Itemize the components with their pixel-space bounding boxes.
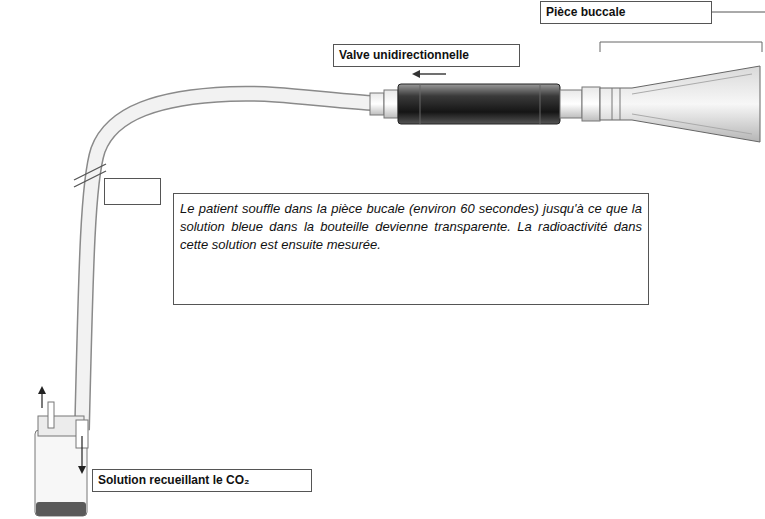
break-mark [74, 164, 106, 180]
mouthpiece-ring [612, 88, 613, 120]
connector [384, 90, 398, 118]
label-box: Solution recueillant le CO₂ [92, 469, 312, 492]
valve-ring [420, 84, 421, 124]
label-box: Valve unidirectionnelle [333, 44, 520, 67]
connector [370, 93, 384, 115]
outflow-arrow [41, 392, 42, 408]
note-text: Le patient souffle dans la pièce bucale … [174, 194, 648, 260]
leader-line [712, 12, 765, 13]
outlet-tube [48, 402, 54, 428]
flow-arrow [418, 73, 446, 74]
outflow-arrowhead [38, 386, 46, 394]
note-box: Le patient souffle dans la pièce bucale … [173, 193, 649, 305]
mouthpiece-shade [632, 74, 752, 134]
flow-arrowhead [412, 70, 420, 78]
one-way-valve [398, 84, 560, 124]
empty-box [105, 179, 161, 205]
part-label: Valve unidirectionnelle [334, 45, 519, 66]
inflow-arrowhead [78, 466, 86, 474]
bottle-solution [36, 502, 86, 516]
connector [582, 87, 600, 121]
mouthpiece-ring [620, 88, 621, 120]
inflow-arrow [81, 436, 82, 468]
valve-ring [540, 84, 541, 124]
bracket [600, 42, 762, 52]
connector [560, 90, 582, 118]
label-box: Pièce buccale [540, 1, 712, 24]
part-label: Solution recueillant le CO₂ [93, 470, 311, 491]
mouthpiece [600, 66, 760, 142]
part-label: Pièce buccale [541, 2, 711, 23]
break-mark [74, 171, 106, 187]
